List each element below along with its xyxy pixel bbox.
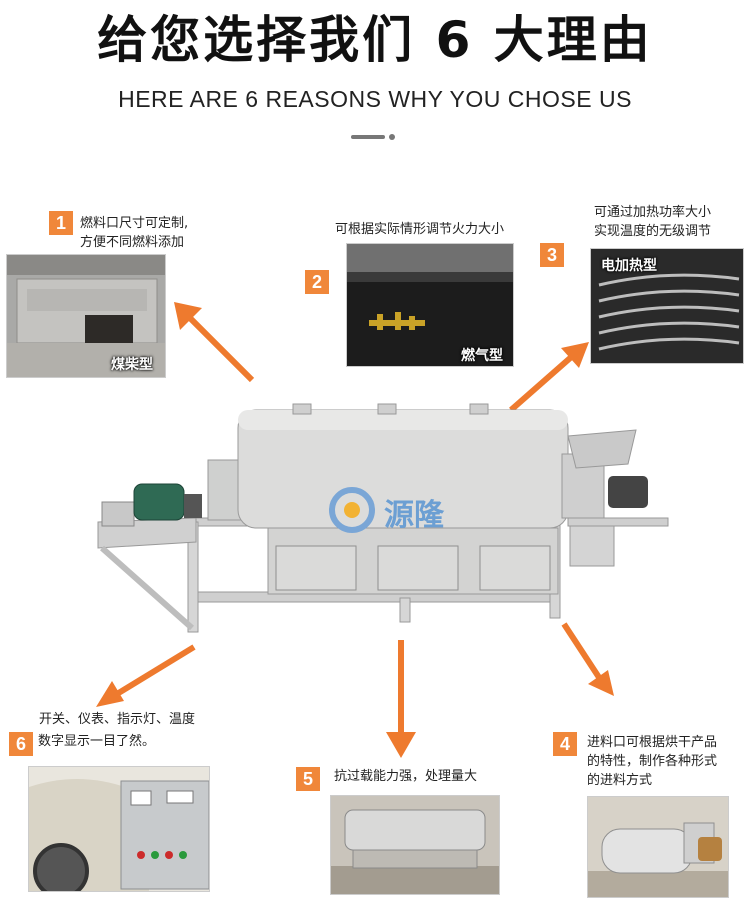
reason-4-photo (587, 796, 729, 898)
gas-burner-image (347, 244, 513, 366)
reason-4-line-2: 的特性，制作各种形式 (587, 754, 718, 769)
electric-heater-image (591, 249, 743, 363)
arrow-down-left-icon (96, 644, 196, 707)
reason-4-caption: 进料口可根据烘干产品 的特性，制作各种形式 的进料方式 (587, 733, 717, 790)
reason-6-photo (28, 766, 210, 892)
divider-dot (389, 134, 395, 140)
rotary-dryer-machine (97, 403, 669, 633)
page-subtitle: HERE ARE 6 REASONS WHY YOU CHOSE US (118, 86, 632, 112)
reason-3-photo: 电加热型 (590, 248, 744, 364)
reason-6-line-1: 开关、仪表、指示灯、温度 (39, 712, 196, 727)
brand-logo-text: 源隆 (384, 498, 444, 533)
coal-firebox-image (7, 255, 165, 377)
reason-4-line-3: 的进料方式 (587, 773, 653, 788)
reason-1-line-2: 方便不同燃料添加 (80, 235, 185, 250)
reason-2-caption: 可根据实际情形调节火力大小 (335, 220, 504, 239)
page-title: 给您选择我们 6 大理由 (97, 11, 653, 69)
workshop-dryer-image (331, 796, 499, 894)
arrow-up-left-icon (174, 302, 255, 383)
reason-2-photo: 燃气型 (346, 243, 514, 367)
reason-5-number: 5 (296, 767, 320, 791)
reason-3-number: 3 (540, 243, 564, 267)
reason-3-caption: 可通过加热功率大小 实现温度的无级调节 (594, 203, 711, 241)
reason-6-caption: 开关、仪表、指示灯、温度 数字显示一目了然。 (38, 710, 196, 751)
reason-1-line-1: 燃料口尺寸可定制, (80, 216, 189, 231)
arrow-up-right-icon (509, 342, 589, 413)
feed-inlet-image (588, 797, 728, 897)
reason-1-photo: 煤柴型 (6, 254, 166, 378)
reason-2-number: 2 (305, 270, 329, 294)
reason-3-line-2: 实现温度的无级调节 (594, 224, 712, 239)
reason-1-number: 1 (49, 211, 73, 235)
divider-bar (351, 135, 385, 139)
reason-4-line-1: 进料口可根据烘干产品 (587, 735, 718, 750)
reason-2-photo-label: 燃气型 (461, 348, 503, 364)
reason-1-caption: 燃料口尺寸可定制, 方便不同燃料添加 (80, 214, 188, 252)
reason-5-caption: 抗过载能力强，处理量大 (334, 767, 477, 786)
arrow-down-icon (386, 640, 416, 758)
reason-3-photo-label: 电加热型 (601, 258, 657, 274)
reason-2-line-1: 可根据实际情形调节火力大小 (335, 222, 505, 237)
reason-5-photo (330, 795, 500, 895)
arrow-down-right-icon (561, 622, 614, 696)
reason-6-line-2: 数字显示一目了然。 (38, 734, 156, 749)
reason-6-number: 6 (9, 732, 33, 756)
reason-1-photo-label: 煤柴型 (111, 357, 153, 373)
reason-5-line-1: 抗过载能力强，处理量大 (334, 769, 478, 784)
reason-4-number: 4 (553, 732, 577, 756)
control-cabinet-image (29, 767, 209, 891)
reason-3-line-1: 可通过加热功率大小 (594, 205, 712, 220)
